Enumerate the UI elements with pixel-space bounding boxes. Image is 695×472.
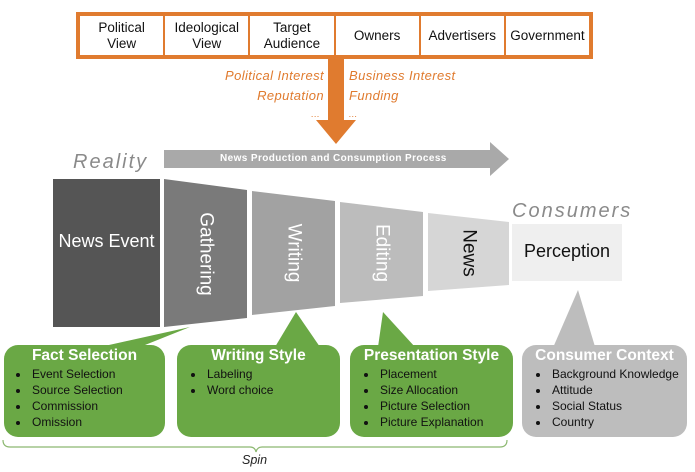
presentation-style-title: Presentation Style	[363, 347, 500, 364]
reality-label: Reality	[73, 151, 149, 173]
presentation-style-item: Picture Explanation	[378, 414, 513, 430]
stage-writing-shape	[252, 191, 335, 315]
fact-selection-pointer	[100, 327, 190, 347]
fact-selection-bubble: Fact Selection Event Selection Source Se…	[4, 345, 165, 437]
stage-news-event: News Event	[58, 231, 155, 251]
interests-right: Business Interest Funding ...	[349, 66, 489, 122]
writing-style-title: Writing Style	[211, 347, 306, 364]
interest-left-ellipsis: ...	[311, 109, 320, 119]
stage-news-label: News	[458, 229, 480, 277]
consumer-context-item: Attitude	[550, 382, 687, 398]
presentation-style-item: Size Allocation	[378, 382, 513, 398]
consumer-context-bubble: Consumer Context Background Knowledge At…	[522, 345, 687, 437]
presentation-style-pointer	[378, 312, 415, 347]
fact-selection-item: Source Selection	[30, 382, 165, 398]
influence-government: Government	[510, 27, 585, 43]
fact-selection-item: Omission	[30, 414, 165, 430]
fact-selection-item: Commission	[30, 398, 165, 414]
consumer-context-item: Background Knowledge	[550, 366, 687, 382]
process-arrow	[164, 142, 509, 176]
presentation-style-item: Picture Selection	[378, 398, 513, 414]
influence-owners: Owners	[336, 16, 421, 55]
stage-news-event-shape	[53, 179, 160, 327]
stage-editing-label: Editing	[371, 223, 393, 283]
interests-left: Political Interest Reputation ...	[200, 66, 324, 122]
stage-gathering: Gathering	[164, 190, 247, 318]
influence-advertisers: Advertisers	[421, 16, 506, 55]
influence-ideological-view: Ideological View	[165, 16, 251, 55]
influences-box: Political View Ideological View Target A…	[76, 12, 593, 59]
consumer-context-item: Social Status	[550, 398, 687, 414]
interest-right-ellipsis: ...	[349, 109, 358, 119]
stage-editing: Editing	[340, 210, 423, 296]
fact-selection-title: Fact Selection	[31, 347, 138, 364]
writing-style-pointer	[275, 312, 320, 347]
stage-editing-shape	[340, 202, 423, 303]
interest-business: Business Interest	[349, 68, 456, 83]
writing-style-item: Labeling	[205, 366, 340, 382]
interest-political: Political Interest	[225, 68, 324, 83]
stage-writing-label: Writing	[283, 223, 305, 283]
consumers-label: Consumers	[512, 200, 633, 222]
interest-funding: Funding	[349, 88, 399, 103]
fact-selection-item: Event Selection	[30, 366, 165, 382]
stage-news-shape	[428, 213, 509, 291]
interest-reputation: Reputation	[257, 88, 324, 103]
stage-news: News	[428, 220, 509, 286]
stage-gathering-shape	[164, 179, 247, 327]
writing-style-bubble: Writing Style Labeling Word choice	[177, 345, 340, 437]
stage-perception: Perception	[523, 241, 611, 261]
consumer-context-item: Country	[550, 414, 687, 430]
process-label: News Production and Consumption Process	[220, 153, 447, 164]
stage-gathering-label: Gathering	[195, 212, 217, 296]
influence-target-audience: Target Audience	[250, 16, 336, 55]
stage-writing: Writing	[252, 200, 335, 306]
presentation-style-item: Placement	[378, 366, 513, 382]
writing-style-item: Word choice	[205, 382, 340, 398]
stage-perception-shape	[512, 224, 622, 281]
influence-arrow	[316, 59, 356, 144]
consumer-context-pointer	[552, 290, 596, 350]
presentation-style-bubble: Presentation Style Placement Size Alloca…	[350, 345, 513, 437]
influence-political-view: Political View	[80, 16, 166, 55]
consumer-context-title: Consumer Context	[535, 347, 674, 364]
spin-brace	[2, 439, 508, 453]
spin-label: Spin	[242, 453, 268, 467]
